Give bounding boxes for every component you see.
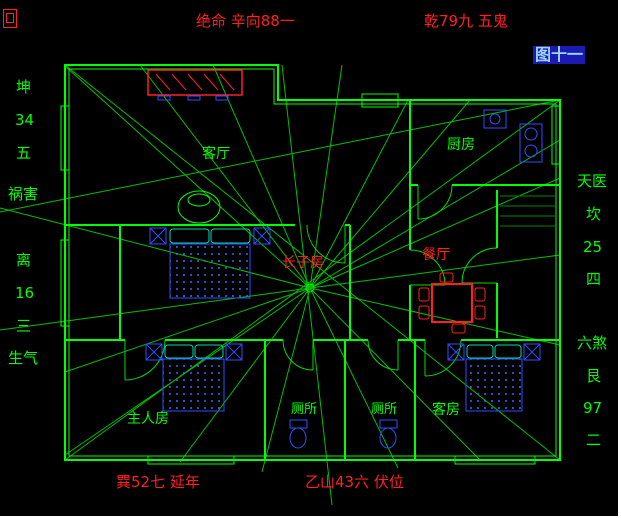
guest-bed [465, 358, 523, 412]
label-16: 16 [15, 284, 35, 302]
toilet-b-door [367, 339, 399, 371]
dining-set [418, 272, 486, 334]
room-label-eldest-son: 长子房 [282, 255, 324, 271]
annotation-bottom-right: 乙山43六 伏位 [305, 473, 404, 491]
annotation-bottom-left: 巽52七 延年 [116, 473, 200, 491]
label-97: 97 [583, 399, 603, 417]
screen-edge-bottom [0, 516, 621, 518]
eldest-son-bed [169, 243, 251, 299]
toilets [289, 419, 398, 449]
room-label-toilet-b: 厕所 [371, 402, 398, 417]
kitchen-fixtures [483, 109, 543, 163]
master-door [124, 339, 166, 381]
stove [519, 123, 543, 163]
sight-lines [0, 64, 561, 506]
room-label-dining: 餐厅 [422, 247, 450, 263]
label-gen: 艮 [586, 367, 602, 385]
room-label-toilet-a: 厕所 [291, 402, 318, 417]
pillows [164, 228, 522, 359]
figure-tag: 图十一 [533, 45, 586, 64]
kitchen-door [417, 184, 453, 220]
label-kan: 坎 [586, 205, 602, 223]
annotation-top-left: 绝命 辛向88一 [196, 12, 295, 30]
tv-cabinet [147, 69, 243, 96]
screen-edge-right [618, 0, 621, 518]
red-marker-icon [3, 9, 17, 28]
cabinet-marks [157, 95, 229, 101]
label-25: 25 [583, 238, 603, 256]
center-point [305, 283, 315, 293]
outer-walls [64, 64, 561, 461]
room-label-living: 客厅 [202, 146, 230, 162]
interior-walls [65, 100, 560, 460]
stairs-hatch [500, 195, 556, 227]
label-kun: 坤 [16, 78, 32, 96]
bedroom-door [306, 224, 346, 264]
room-label-guest: 客房 [432, 402, 460, 418]
windows [60, 93, 561, 465]
label-si: 四 [586, 270, 602, 288]
nightstands [145, 227, 541, 361]
label-li: 离 [16, 251, 32, 269]
label-er: 二 [586, 431, 602, 449]
master-bed [162, 358, 225, 412]
label-huohai: 祸害 [8, 185, 39, 203]
label-liusha: 六煞 [577, 334, 608, 352]
annotation-top-right: 乾79九 五鬼 [424, 12, 508, 30]
toilet-a-door [282, 339, 314, 371]
sink [483, 109, 507, 129]
label-shengqi: 生气 [8, 349, 39, 367]
doors [124, 184, 498, 381]
label-34: 34 [15, 111, 35, 129]
room-label-kitchen: 厨房 [447, 137, 475, 153]
guest-door [424, 339, 462, 377]
label-tianyi: 天医 [577, 172, 608, 190]
label-san: 三 [16, 317, 32, 335]
beds [162, 243, 523, 412]
label-wu: 五 [16, 144, 32, 162]
room-label-master: 主人房 [127, 411, 169, 427]
round-table [177, 190, 221, 224]
